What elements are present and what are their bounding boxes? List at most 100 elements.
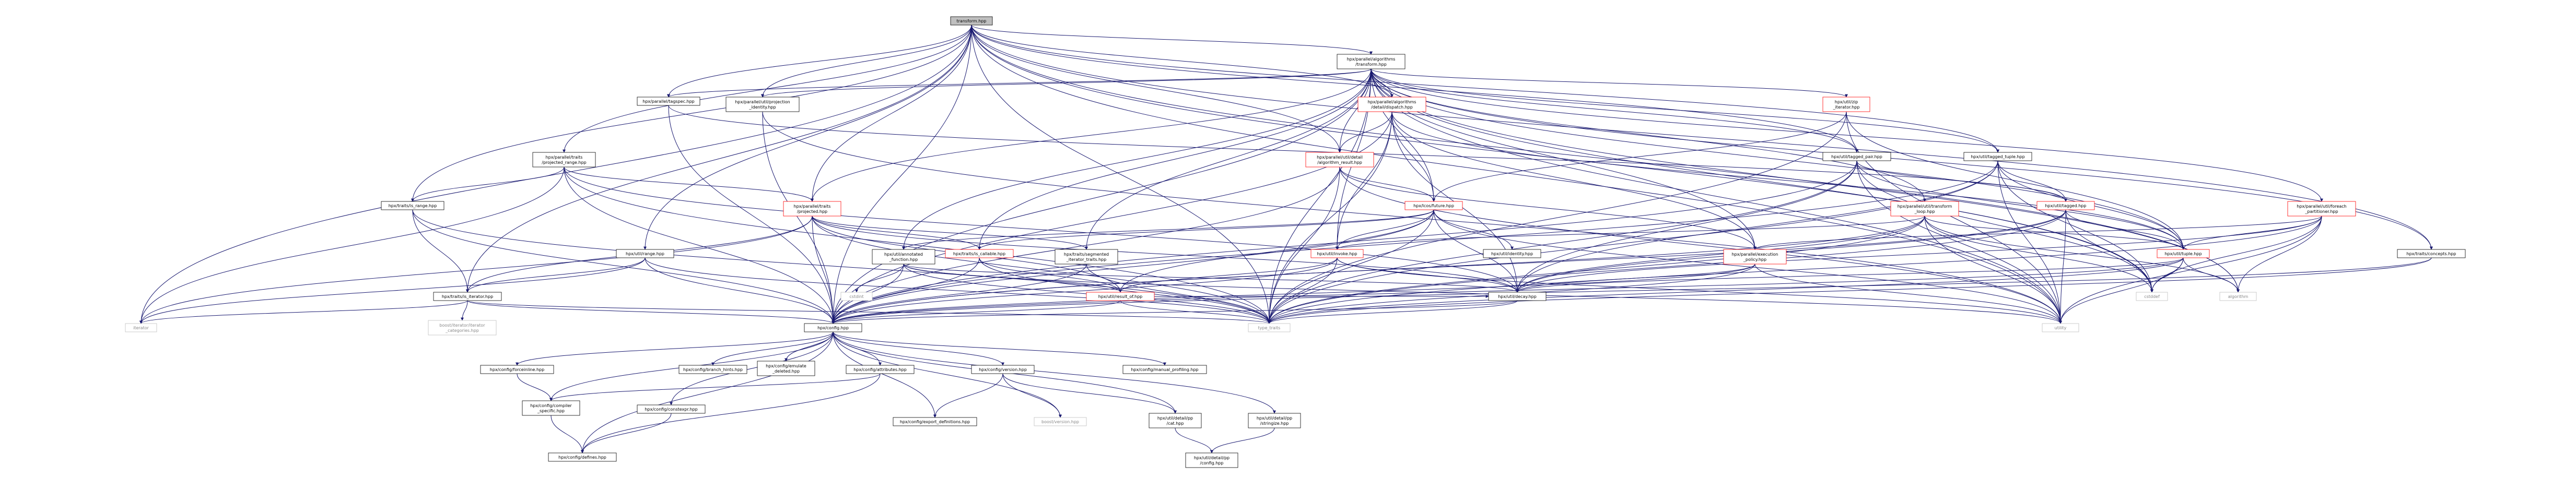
edge-zip_iterator-to-type_traits (1268, 111, 1847, 324)
edge-alg_transform-to-projected (811, 68, 1372, 202)
node-traits-concepts[interactable]: hpx/traits/concepts.hpp (2397, 249, 2466, 258)
node-algorithm[interactable]: algorithm (2219, 292, 2257, 301)
node-label: transform.hpp (957, 19, 987, 23)
node-projected-range[interactable]: hpx/parallel/traits/projected_range.hpp (532, 152, 596, 168)
node-iterator[interactable]: iterator (125, 323, 157, 332)
node-box (532, 152, 596, 168)
edge-is_iterator-to-iterator (139, 300, 468, 324)
node-utility[interactable]: utility (2042, 323, 2079, 332)
edge-root-to-util_range (643, 25, 972, 250)
node-label: /projected.hpp (797, 209, 827, 214)
node-root[interactable]: transform.hpp (950, 16, 993, 26)
edge-forceinline-to-compiler_specific (517, 373, 553, 401)
node-export-definitions[interactable]: hpx/config/export_definitions.hpp (893, 417, 977, 426)
edge-lcos_future-to-config (832, 209, 1434, 324)
edge-alg_transform-to-annotated_function (902, 68, 1372, 250)
edge-detail_dispatch-to-invoke (1336, 111, 1392, 250)
edge-config-to-forceinline (516, 331, 834, 366)
node-branch-hints[interactable]: hpx/config/branch_hints.hpp (678, 365, 747, 374)
node-util-tuple[interactable]: hpx/util/tuple.hpp (2157, 249, 2210, 258)
node-stringize[interactable]: hpx/util/detail/pp/stringize.hpp (1248, 413, 1301, 428)
node-alg-result[interactable]: hpx/parallel/util/detail/algorithm_resul… (1305, 152, 1374, 168)
node-box (1337, 54, 1406, 69)
edge-alg_transform-to-foreach_partitioner (1371, 68, 2323, 202)
edge-alg_transform-to-segmented_iterator (1085, 68, 1372, 250)
edge-projection_identity-to-utility (762, 111, 2062, 324)
node-label: hpx/traits/is_range.hpp (389, 204, 437, 208)
edge-alg_transform-to-type_traits (1268, 68, 1372, 324)
node-box (1822, 152, 1891, 161)
node-box (971, 365, 1035, 374)
node-util-range[interactable]: hpx/util/range.hpp (616, 249, 674, 258)
edge-annotated_function-to-decay (903, 264, 1519, 293)
edge-root-to-traits_concepts (971, 25, 2433, 250)
node-compiler-specific[interactable]: hpx/config/compiler_specific.hpp (522, 400, 580, 416)
node-constexpr[interactable]: hpx/config/constexpr.hpp (637, 404, 706, 414)
node-cat[interactable]: hpx/util/detail/pp/cat.hpp (1149, 413, 1202, 428)
node-is-iterator[interactable]: hpx/traits/is_iterator.hpp (433, 292, 502, 301)
node-config-attributes[interactable]: hpx/config/attributes.hpp (846, 365, 915, 374)
node-tagspec[interactable]: hpx/parallel/tagspec.hpp (637, 97, 700, 106)
node-label: _iterator_traits.hpp (1066, 257, 1106, 262)
node-label: boost/iterator/iterator (439, 323, 485, 328)
edge-alg_transform-to-tagged_tuple (1371, 68, 1999, 153)
edge-transform_loop-to-util_tuple (1924, 216, 2185, 250)
node-manual-profiling[interactable]: hpx/config/manual_profiling.hpp (1122, 365, 1207, 374)
node-tagged-tuple[interactable]: hpx/util/tagged_tuple.hpp (1963, 152, 2032, 161)
node-projection-identity[interactable]: hpx/parallel/util/projection_identity.hp… (725, 97, 800, 112)
edge-detail_dispatch-to-execution_policy (1391, 111, 1757, 250)
node-label: _identity.hpp (748, 105, 776, 110)
node-boost-iterator-categories[interactable]: boost/iterator/iterator_categories.hpp (428, 320, 497, 336)
node-annotated-function[interactable]: hpx/util/annotated_function.hpp (872, 249, 935, 265)
node-foreach-partitioner[interactable]: hpx/parallel/util/foreach_partitioner.hp… (2287, 201, 2356, 217)
node-is-callable[interactable]: hpx/traits/is_callable.hpp (945, 249, 1014, 258)
node-util-identity[interactable]: hpx/util/identity.hpp (1483, 249, 1541, 258)
node-label: hpx/parallel/traits (546, 155, 583, 160)
node-box (1310, 249, 1364, 258)
node-label: hpx/util/invoke.hpp (1317, 252, 1357, 256)
edge-tagged_pair-to-util_tuple (1856, 160, 2185, 250)
node-is-range[interactable]: hpx/traits/is_range.hpp (381, 201, 444, 210)
node-label: hpx/util/detail/pp (1194, 456, 1230, 460)
node-lcos-future[interactable]: hpx/lcos/future.hpp (1404, 201, 1463, 210)
node-execution-policy[interactable]: hpx/parallel/execution_policy.hpp (1723, 249, 1787, 265)
node-config-version[interactable]: hpx/config/version.hpp (971, 365, 1035, 374)
node-forceinline[interactable]: hpx/config/forceinline.hpp (480, 365, 554, 374)
edge-detail_dispatch-to-alg_result (1338, 111, 1392, 153)
node-invoke[interactable]: hpx/util/invoke.hpp (1310, 249, 1364, 258)
node-boost-version[interactable]: boost/version.hpp (1034, 417, 1087, 426)
node-box (1248, 413, 1301, 428)
node-transform-loop[interactable]: hpx/parallel/util/transform_loop.hpp (1890, 201, 1959, 217)
node-alg-transform[interactable]: hpx/parallel/algorithms/transform.hpp (1337, 54, 1406, 69)
node-label: hpx/util/decay.hpp (1498, 294, 1537, 299)
node-label: hpx/parallel/tagspec.hpp (642, 99, 695, 104)
node-segmented-iterator[interactable]: hpx/traits/segmented_iterator_traits.hpp (1055, 249, 1118, 265)
node-pp-config[interactable]: hpx/util/detail/pp/config.hpp (1185, 452, 1238, 468)
node-box (1185, 452, 1238, 468)
node-detail-dispatch[interactable]: hpx/parallel/algorithms/detail/dispatch.… (1357, 97, 1426, 112)
node-label: _deleted.hpp (772, 369, 800, 374)
node-label: boost/version.hpp (1041, 420, 1079, 424)
node-label: hpx/util/zip (1835, 100, 1858, 104)
node-type-traits[interactable]: type_traits (1248, 323, 1291, 332)
node-cstdint[interactable]: cstdint (840, 292, 873, 301)
node-label: /transform.hpp (1355, 62, 1387, 67)
node-box (125, 323, 157, 332)
node-label: hpx/config/constexpr.hpp (645, 407, 697, 412)
edge-compiler_specific-to-config_defines (551, 415, 584, 453)
edge-util_tagged-to-type_traits (1268, 209, 2066, 324)
node-config[interactable]: hpx/config.hpp (804, 323, 862, 332)
node-zip-iterator[interactable]: hpx/util/zip_iterator.hpp (1822, 97, 1870, 112)
edge-invoke-to-utility (1337, 257, 2062, 324)
node-result-of[interactable]: hpx/util/result_of.hpp (1086, 292, 1155, 301)
node-projected[interactable]: hpx/parallel/traits/projected.hpp (783, 201, 841, 217)
node-emulate-deleted[interactable]: hpx/config/emulate_deleted.hpp (757, 361, 815, 376)
edge-alg_transform-to-traits_concepts (1371, 68, 2433, 250)
edge-traits_concepts-to-type_traits (1268, 257, 2432, 324)
node-config-defines[interactable]: hpx/config/defines.hpp (548, 452, 617, 462)
node-decay[interactable]: hpx/util/decay.hpp (1488, 292, 1547, 301)
node-tagged-pair[interactable]: hpx/util/tagged_pair.hpp (1822, 152, 1891, 161)
node-cstddef[interactable]: cstddef (2136, 292, 2168, 301)
edge-tagged_tuple-to-cstddef (1997, 160, 2153, 293)
node-util-tagged[interactable]: hpx/util/tagged.hpp (2036, 201, 2095, 210)
